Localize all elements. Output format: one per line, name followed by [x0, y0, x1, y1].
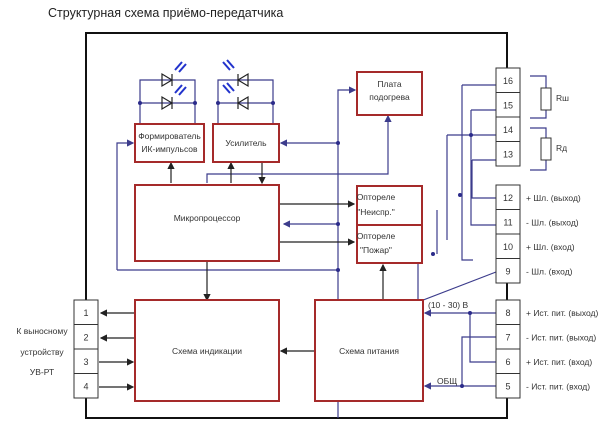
terminal-label: - Шл. (вход)	[526, 267, 573, 277]
left-caption-3: УВ-РТ	[30, 367, 54, 377]
photodiode-group-right	[216, 59, 275, 124]
terminal-number: 16	[503, 76, 513, 86]
relay-fault-label-2: "Неиспр."	[357, 207, 395, 217]
terminal-8: 8 + Ист. пит. (выход)	[495, 299, 598, 325]
ir-led-group-left	[138, 61, 197, 124]
terminal-number: 15	[503, 101, 513, 111]
terminal-number: 12	[503, 193, 513, 203]
terminal-16: 16	[495, 67, 521, 93]
terminal-13: 13	[495, 141, 521, 167]
block-power-supply: Схема питания	[314, 299, 424, 402]
common-label: ОБЩ	[437, 376, 457, 386]
right-terminal-strip: 16 15 14 13 12 + Шл. (выход) 11 - Шл. (выход) 10…	[495, 67, 598, 399]
terminal-7: 7 - Ист. пит. (выход)	[495, 324, 596, 350]
rsh-label: Rш	[556, 93, 569, 103]
terminal-number: 9	[505, 267, 510, 277]
terminal-number: 13	[503, 150, 513, 160]
terminal-label: + Ист. пит. (вход)	[526, 357, 592, 367]
resistor-rsh: Rш	[540, 87, 569, 111]
terminal-label: - Ист. пит. (вход)	[526, 382, 590, 392]
relay-fire-label-2: "Пожар"	[360, 245, 392, 255]
terminal-number: 6	[505, 357, 510, 367]
block-ir-former: Формирователь ИК-импульсов	[134, 123, 205, 163]
block-indication: Схема индикации	[134, 299, 280, 402]
terminal-14: 14	[495, 116, 521, 142]
terminal-2: 2	[73, 324, 99, 350]
block-amplifier: Усилитель	[212, 123, 280, 163]
relay-fire-label-1: Оптореле	[357, 231, 396, 241]
terminal-label: + Ист. пит. (выход)	[526, 308, 598, 318]
amplifier-label: Усилитель	[225, 138, 267, 148]
terminal-label: + Шл. (выход)	[526, 193, 581, 203]
terminal-1: 1	[73, 299, 99, 325]
mcu-label: Микропроцессор	[174, 213, 241, 223]
terminal-10: 10 + Шл. (вход)	[495, 233, 575, 259]
terminal-number: 8	[505, 308, 510, 318]
indication-label: Схема индикации	[172, 346, 242, 356]
terminal-11: 11 - Шл. (выход)	[495, 209, 579, 235]
heater-label-1: Плата	[377, 79, 401, 89]
left-caption-2: устройству	[20, 347, 64, 357]
terminal-4: 4	[73, 373, 99, 399]
block-optorelay-fire: Оптореле "Пожар"	[356, 224, 423, 264]
terminal-5: 5 - Ист. пит. (вход)	[495, 373, 590, 399]
resistor-rd: Rд	[540, 137, 567, 161]
relay-fault-label-1: Оптореле	[357, 192, 396, 202]
enclosure-frame	[85, 32, 508, 419]
terminal-number: 11	[503, 218, 512, 228]
block-optorelay-fault: Оптореле "Неиспр."	[356, 185, 423, 226]
left-caption-1: К выносному	[16, 326, 68, 336]
former-label-2: ИК-импульсов	[141, 144, 198, 154]
terminal-3: 3	[73, 348, 99, 374]
terminal-15: 15	[495, 92, 521, 118]
block-heater-board: Плата подогрева	[356, 71, 423, 116]
heater-label-2: подогрева	[369, 92, 410, 102]
former-label-1: Формирователь	[138, 131, 201, 141]
terminal-9: 9 - Шл. (вход)	[495, 258, 573, 284]
terminal-number: 14	[503, 125, 513, 135]
terminal-label: + Шл. (вход)	[526, 242, 575, 252]
terminal-number: 10	[503, 242, 513, 252]
terminal-number: 2	[83, 333, 88, 343]
terminal-label: - Шл. (выход)	[526, 218, 579, 228]
rd-label: Rд	[556, 143, 567, 153]
power-label: Схема питания	[339, 346, 399, 356]
terminal-6: 6 + Ист. пит. (вход)	[495, 348, 592, 374]
terminal-number: 3	[83, 357, 88, 367]
left-terminal-strip: 1 2 3 4	[73, 299, 99, 399]
block-microprocessor: Микропроцессор	[134, 184, 280, 262]
terminal-number: 5	[505, 382, 510, 392]
terminal-number: 7	[505, 333, 510, 343]
terminal-number: 4	[83, 382, 88, 392]
diagram-title: Структурная схема приёмо-передатчика	[48, 6, 284, 20]
terminal-12: 12 + Шл. (выход)	[495, 184, 581, 210]
terminal-label: - Ист. пит. (выход)	[526, 333, 596, 343]
terminal-number: 1	[83, 308, 88, 318]
voltage-label: (10 - 30) В	[428, 300, 468, 310]
